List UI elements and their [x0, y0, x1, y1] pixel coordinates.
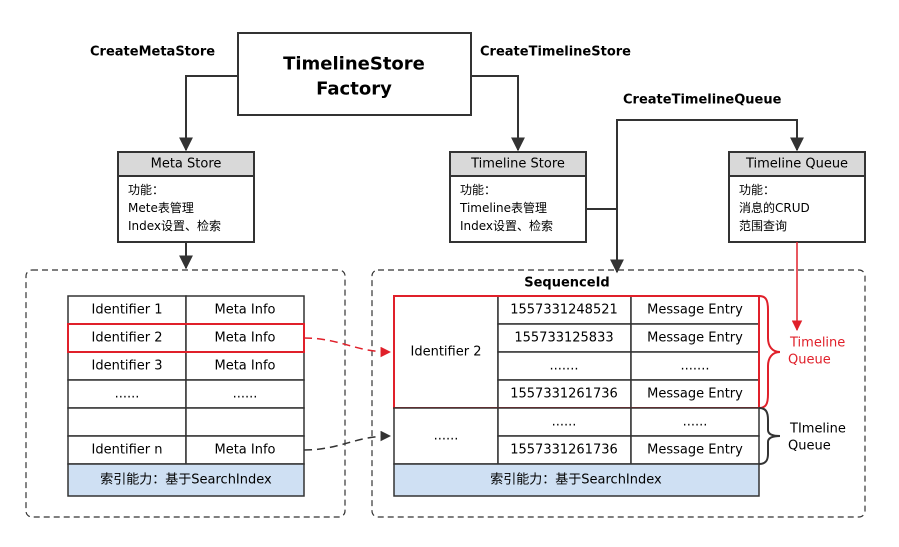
factory-title-line1: TimelineStore	[283, 54, 425, 75]
timeline-queue-label-2b: Queue	[788, 439, 831, 454]
timeline-identifier-ellipsis: ......	[434, 429, 459, 444]
edge-label-create-timeline-queue: CreateTimelineQueue	[623, 93, 782, 108]
factory-box: TimelineStore Factory	[237, 32, 472, 116]
timeline-queue-line-1: 功能：	[739, 183, 775, 197]
table-row-highlighted: Identifier 2 Meta Info	[67, 323, 305, 353]
meta-info-2: Meta Info	[214, 331, 275, 346]
meta-index-label: 索引能力：基于SearchIndex	[100, 473, 272, 488]
timeline-index-row: 索引能力：基于SearchIndex	[393, 463, 760, 497]
seq-id-cell: .......	[550, 359, 579, 374]
meta-index-row: 索引能力：基于SearchIndex	[67, 463, 305, 497]
meta-identifier-1: Identifier 1	[92, 303, 163, 318]
timeline-index-label: 索引能力：基于SearchIndex	[490, 473, 662, 488]
table-row: Identifier 1 Meta Info	[67, 295, 305, 325]
meta-identifier-2: Identifier 2	[92, 331, 163, 346]
timeline-store-line-1: 功能：	[460, 183, 496, 197]
meta-info-ellipsis: ......	[233, 387, 258, 402]
meta-store-line-3: Index设置、检索	[128, 218, 221, 233]
timeline-queue-label-1b: Queue	[788, 353, 831, 368]
seq-id-cell: 1557331248521	[510, 303, 618, 318]
timeline-queue-brace-red	[758, 295, 781, 409]
edge-identifier-2-link	[303, 337, 392, 358]
table-row: ...... ......	[67, 379, 305, 409]
timeline-queue-brace-black	[758, 407, 781, 465]
timeline-queue-title: Timeline Queue	[745, 157, 848, 172]
timeline-queue-label-2a: TImeline	[789, 422, 846, 437]
message-entry-cell: Message Entry	[647, 387, 743, 402]
meta-store-line-1: 功能：	[128, 183, 164, 197]
edge-create-timeline-queue	[616, 119, 804, 265]
table-row: Identifier 3 Meta Info	[67, 351, 305, 381]
meta-identifier-ellipsis: ......	[115, 387, 140, 402]
edge-factory-to-meta-store	[179, 75, 238, 152]
timeline-group-1: Identifier 2 1557331248521 Message Entry…	[393, 295, 845, 409]
seq-id-cell: 1557331261736	[510, 443, 618, 458]
meta-store-title: Meta Store	[151, 157, 222, 172]
timeline-store-line-3: Index设置、检索	[460, 218, 553, 233]
timeline-queue-line-2: 消息的CRUD	[739, 200, 810, 215]
sequence-id-header: SequenceId	[524, 276, 609, 291]
edge-label-create-timeline-store: CreateTimelineStore	[480, 45, 631, 60]
timeline-store-line-2: Timeline表管理	[459, 200, 547, 215]
timeline-store-title: Timeline Store	[470, 157, 565, 172]
seq-id-cell: 155733125833	[514, 331, 613, 346]
meta-info-3: Meta Info	[214, 359, 275, 374]
edge-identifier-n-link	[303, 430, 392, 451]
meta-table-container	[25, 269, 346, 518]
seq-id-cell: ......	[552, 415, 577, 430]
meta-info-n: Meta Info	[214, 443, 275, 458]
meta-store-line-2: Mete表管理	[128, 200, 194, 215]
factory-title-line2: Factory	[316, 79, 392, 100]
meta-table: Identifier 1 Meta Info Identifier 2 Meta…	[67, 295, 305, 497]
message-entry-cell: Message Entry	[647, 331, 743, 346]
timeline-identifier-2: Identifier 2	[411, 345, 482, 360]
timeline-queue-line-3: 范围查询	[739, 219, 787, 233]
timeline-table-container	[371, 269, 866, 518]
message-entry-cell: Message Entry	[647, 443, 743, 458]
edge-factory-to-timeline-store	[471, 75, 525, 152]
message-entry-cell: Message Entry	[647, 303, 743, 318]
timeline-group-2: ...... ...... ...... 1557331261736 Messa…	[393, 407, 846, 465]
timeline-store-box: Timeline Store 功能： Timeline表管理 Index设置、检…	[449, 151, 587, 243]
message-entry-cell: ......	[683, 415, 708, 430]
meta-store-box: Meta Store 功能： Mete表管理 Index设置、检索	[117, 151, 255, 243]
meta-info-1: Meta Info	[214, 303, 275, 318]
meta-identifier-n: Identifier n	[92, 443, 163, 458]
timeline-queue-label-1a: Timeline	[789, 336, 845, 351]
timeline-queue-box: Timeline Queue 功能： 消息的CRUD 范围查询	[728, 151, 866, 243]
meta-identifier-3: Identifier 3	[92, 359, 163, 374]
table-row: Identifier n Meta Info	[67, 435, 305, 465]
edge-label-create-meta-store: CreateMetaStore	[90, 45, 215, 60]
seq-id-cell: 1557331261736	[510, 387, 618, 402]
table-row	[67, 407, 305, 437]
message-entry-cell: .......	[681, 359, 710, 374]
